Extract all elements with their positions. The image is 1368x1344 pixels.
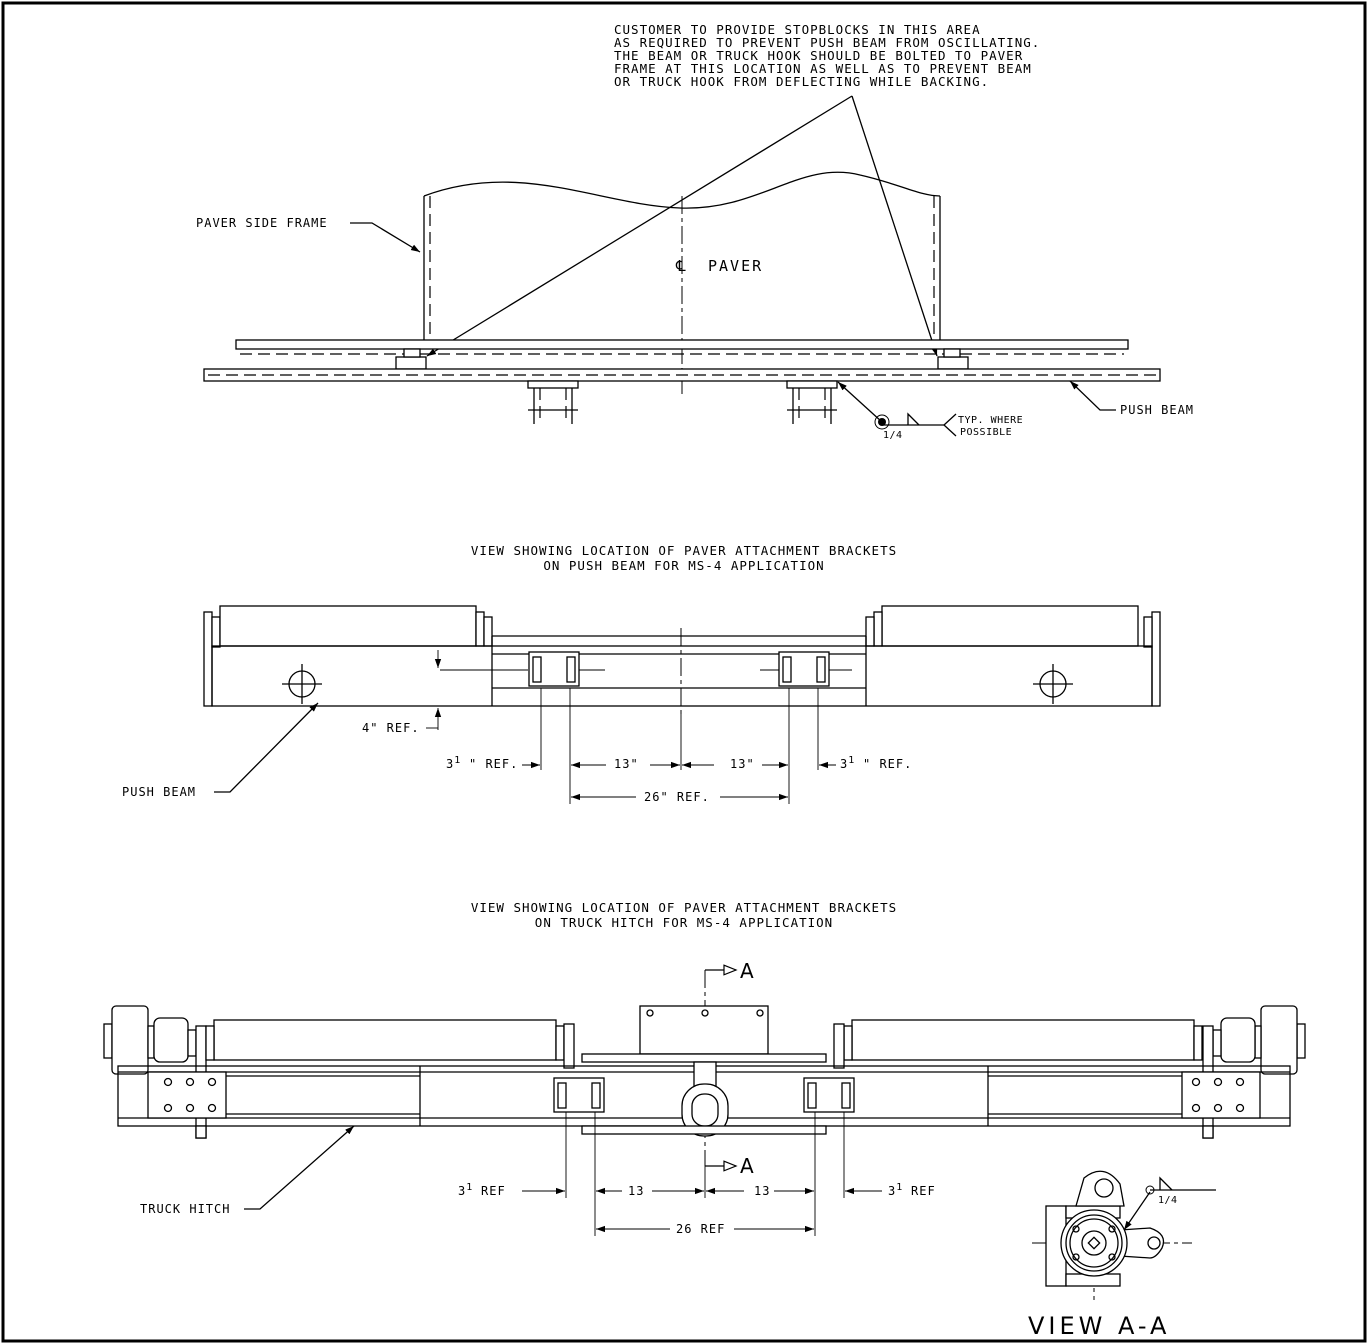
- centerline-label: PAVER: [708, 257, 763, 275]
- push-beam-label-top: PUSH BEAM: [1120, 403, 1194, 417]
- roller-left: [219, 605, 477, 647]
- ref-4-label: 4" REF.: [362, 721, 420, 735]
- weld-note-line-1: TYP. WHERE: [958, 415, 1023, 426]
- push-beam-view: 4" REF. PUSH BEAM 31 " REF. 13" 13" 31 "…: [122, 605, 1161, 804]
- stopblock-right: [937, 356, 969, 370]
- hitch-roller-left: [213, 1019, 557, 1061]
- hitch-dim-3-5-right: 31 REF: [888, 1182, 936, 1198]
- push-beam-label: PUSH BEAM: [122, 785, 196, 799]
- truck-hitch-label: TRUCK HITCH: [140, 1202, 230, 1216]
- note-leader-right: [851, 95, 938, 357]
- centerline-symbol: ℄: [675, 257, 688, 275]
- note-line-3: THE BEAM OR TRUCK HOOK SHOULD BE BOLTED …: [614, 48, 1023, 63]
- hitch-roller-right: [851, 1019, 1195, 1061]
- roller-right: [881, 605, 1139, 647]
- end-wheel-right: [1260, 1005, 1298, 1075]
- truck-hitch-view-title-1: VIEW SHOWING LOCATION OF PAVER ATTACHMEN…: [471, 900, 897, 915]
- stopblock-left: [395, 356, 427, 370]
- section-mark-top: A: [740, 959, 754, 983]
- paver-break-line: [423, 171, 941, 209]
- hitch-hook: [681, 1061, 729, 1137]
- weld-symbol-top: 1/4 TYP. WHERE POSSIBLE: [837, 381, 1023, 441]
- truck-hitch-view: A A: [103, 959, 1306, 1236]
- dim-26-ref: 26" REF.: [644, 790, 710, 804]
- bracket-beam-right: [760, 651, 852, 687]
- push-beam-view-title-2: ON PUSH BEAM FOR MS-4 APPLICATION: [543, 558, 824, 573]
- hitch-bracket-right: [803, 1077, 855, 1113]
- hitch-dim-13-left: 13: [628, 1184, 644, 1198]
- note-line-1: CUSTOMER TO PROVIDE STOPBLOCKS IN THIS A…: [614, 22, 981, 37]
- note-line-4: FRAME AT THIS LOCATION AS WELL AS TO PRE…: [614, 61, 1032, 76]
- paver-side-frame-label: PAVER SIDE FRAME: [196, 216, 328, 230]
- truck-hitch-view-title-2: ON TRUCK HITCH FOR MS-4 APPLICATION: [535, 915, 833, 930]
- bolt-plate-right: [1181, 1071, 1261, 1119]
- hitch-dim-3-5-left: 31 REF: [458, 1182, 506, 1198]
- bracket-top-left: [527, 380, 579, 424]
- bolt-hole-right: [1033, 664, 1073, 704]
- top-view: ℄ PAVER PAVER SIDE: [196, 171, 1194, 441]
- dim-13-right: 13": [730, 757, 755, 771]
- note-line-5: OR TRUCK HOOK FROM DEFLECTING WHILE BACK…: [614, 74, 989, 89]
- section-view-title: VIEW A-A: [1028, 1312, 1170, 1340]
- hitch-dim-13-right: 13: [754, 1184, 770, 1198]
- stopblock-note: CUSTOMER TO PROVIDE STOPBLOCKS IN THIS A…: [614, 22, 1040, 89]
- dim-13-left: 13": [614, 757, 639, 771]
- bracket-top-right: [786, 380, 838, 424]
- dim-3-5-right: 31 " REF.: [840, 755, 912, 771]
- weld-size-top: 1/4: [883, 430, 903, 441]
- dim-3-5-left: 31 " REF.: [446, 755, 518, 771]
- bracket-beam-left: [440, 651, 605, 687]
- bolt-hole-left: [282, 664, 322, 704]
- section-mark-bottom: A: [740, 1154, 754, 1178]
- weld-note-line-2: POSSIBLE: [960, 427, 1012, 438]
- note-leader-left: [426, 95, 853, 357]
- section-weld-size: 1/4: [1158, 1195, 1178, 1206]
- hitch-dim-26-ref: 26 REF: [676, 1222, 725, 1236]
- hitch-mount-plate: [639, 1005, 769, 1055]
- note-line-2: AS REQUIRED TO PREVENT PUSH BEAM FROM OS…: [614, 35, 1040, 50]
- push-beam-body: [211, 645, 1153, 707]
- section-view-a-a: 1/4: [1032, 1170, 1216, 1300]
- end-wheel-left: [111, 1005, 149, 1075]
- bolt-plate-left: [147, 1071, 227, 1119]
- push-beam-view-title-1: VIEW SHOWING LOCATION OF PAVER ATTACHMEN…: [471, 543, 897, 558]
- hitch-bracket-left: [553, 1077, 605, 1113]
